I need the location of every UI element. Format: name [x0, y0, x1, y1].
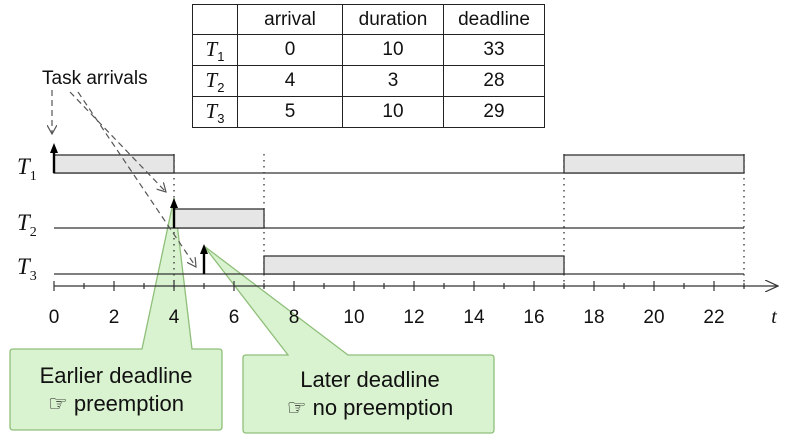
- execution-bar: [53, 154, 175, 174]
- tick-label: 4: [169, 307, 180, 328]
- callout-line: Earlier deadline: [39, 363, 193, 388]
- table-cell-deadline: 29: [443, 96, 545, 128]
- tick-label: 12: [403, 307, 424, 328]
- table-header-corner: [192, 4, 238, 35]
- row-label-t1: T1: [17, 154, 37, 185]
- table-task-name: T3: [192, 96, 238, 128]
- axis-label-t: t: [771, 306, 777, 328]
- callout-bubble-later: [203, 245, 495, 434]
- task-letter: T: [205, 67, 218, 92]
- table-task-name: T2: [192, 65, 238, 97]
- arrival-arrowhead: [170, 198, 178, 208]
- execution-bar: [173, 208, 265, 229]
- table-cell-arrival: 5: [237, 96, 343, 128]
- task-parameter-table: arrival duration deadline T1 0 10 33 T2 …: [192, 4, 545, 128]
- row-label-t2: T2: [17, 210, 37, 241]
- tick-label: 10: [343, 307, 364, 328]
- callout-later-deadline: Later deadline ☞ no preemption: [244, 366, 496, 422]
- task-subscript: 1: [217, 48, 225, 64]
- execution-bar: [263, 255, 565, 275]
- task-arrivals-label: Task arrivals: [42, 68, 148, 89]
- tick-label: 16: [523, 307, 544, 328]
- tick-label: 2: [109, 307, 120, 328]
- tick-label: 8: [289, 307, 300, 328]
- table-cell-duration: 3: [342, 65, 444, 97]
- task-subscript: 1: [29, 169, 37, 184]
- task-letter: T: [205, 98, 218, 123]
- table-cell-deadline: 28: [443, 65, 545, 97]
- arrival-pointer-line: [69, 91, 166, 192]
- task-letter: T: [17, 210, 30, 235]
- tick-label: 22: [703, 307, 724, 328]
- execution-bar: [563, 154, 745, 174]
- tick-label: 6: [229, 307, 240, 328]
- row-label-t3: T3: [17, 254, 37, 285]
- table-row: T2 4 3 28: [192, 65, 545, 97]
- callout-bubble-earlier: [9, 197, 223, 431]
- table-row: T1 0 10 33: [192, 34, 545, 66]
- callout-line: ☞ no preemption: [286, 395, 454, 420]
- callout-earlier-deadline: Earlier deadline ☞ preemption: [10, 362, 222, 418]
- table-cell-deadline: 33: [443, 34, 545, 66]
- tick-label: 0: [49, 307, 60, 328]
- task-subscript: 3: [217, 110, 225, 126]
- arrival-arrowhead: [50, 143, 58, 153]
- callout-line: ☞ preemption: [48, 391, 184, 416]
- table-cell-arrival: 0: [237, 34, 343, 66]
- task-letter: T: [17, 254, 30, 279]
- task-letter: T: [17, 154, 30, 179]
- table-row: T3 5 10 29: [192, 96, 545, 128]
- arrival-pointer-line: [77, 91, 196, 267]
- table-cell-duration: 10: [342, 34, 444, 66]
- table-cell-arrival: 4: [237, 65, 343, 97]
- table-header-row: arrival duration deadline: [192, 4, 545, 35]
- table-header-deadline: deadline: [443, 4, 545, 35]
- task-subscript: 2: [217, 79, 225, 95]
- table-header-duration: duration: [342, 4, 444, 35]
- tick-label: 14: [463, 307, 485, 328]
- table-task-name: T1: [192, 34, 238, 66]
- table-cell-duration: 10: [342, 96, 444, 128]
- task-subscript: 2: [29, 225, 37, 240]
- callout-line: Later deadline: [300, 367, 440, 392]
- tick-label: 20: [643, 307, 664, 328]
- arrival-arrowhead: [200, 244, 208, 254]
- table-header-arrival: arrival: [237, 4, 343, 35]
- tick-label: 18: [583, 307, 604, 328]
- task-subscript: 3: [29, 269, 37, 284]
- task-letter: T: [205, 36, 218, 61]
